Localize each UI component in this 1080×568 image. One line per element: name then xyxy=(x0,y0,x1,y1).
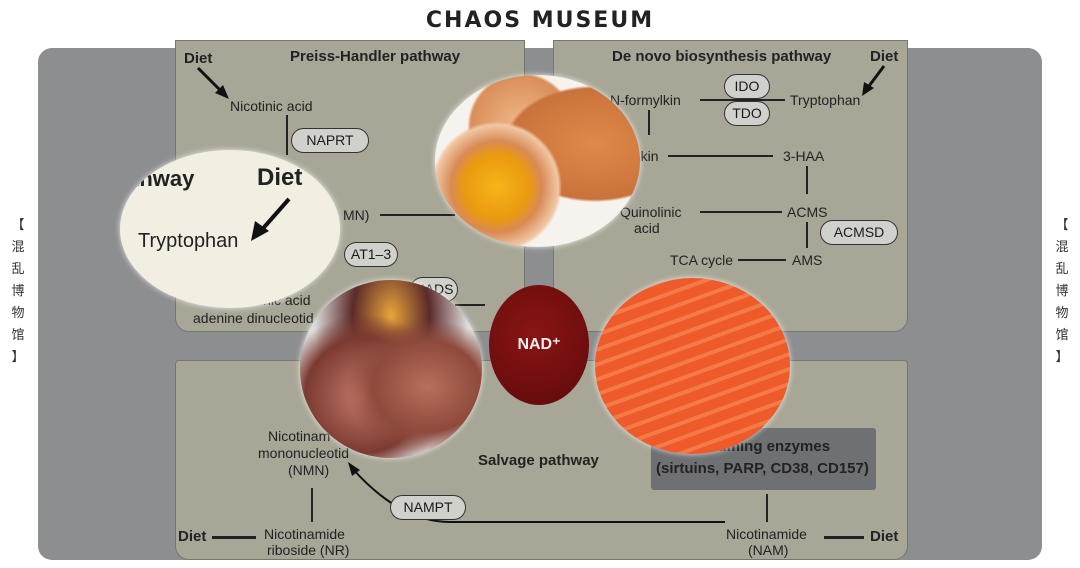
namn-label: MN) xyxy=(343,207,370,223)
tca-cycle: TCA cycle xyxy=(670,252,734,268)
arrow-icon xyxy=(196,66,229,99)
diet-label: Diet xyxy=(184,50,213,67)
beef-image xyxy=(300,280,482,458)
kynurenine: -kin xyxy=(636,148,659,164)
nr-label-2: riboside (NR) xyxy=(267,542,350,558)
nmn-label: Nicotinam xyxy=(268,428,331,444)
arrow-icon xyxy=(862,65,886,96)
nam-label: Nicotinamide xyxy=(726,526,807,542)
preiss-title: Preiss-Handler pathway xyxy=(290,48,461,65)
salmon-image xyxy=(595,278,790,454)
magnifier-tryptophan: Tryptophan xyxy=(138,230,239,252)
magnifier-inset: thway Diet Tryptophan xyxy=(120,150,340,308)
nmnat-enzyme: AT1–3 xyxy=(344,242,398,267)
n-formylkynurenine: N-formylkin xyxy=(610,92,681,108)
magnifier-diet: Diet xyxy=(257,164,303,191)
ido-enzyme: IDO xyxy=(724,74,770,99)
magnifier-pathway-text: thway xyxy=(132,166,195,191)
consuming-enzymes-list: (sirtuins, PARP, CD38, CD157) xyxy=(656,460,869,477)
nr-label: Nicotinamide xyxy=(264,526,345,542)
quinolinic-acid: Quinolinic xyxy=(620,204,682,220)
tdo-enzyme: TDO xyxy=(724,101,770,126)
arrow-icon xyxy=(251,197,291,241)
nampt-enzyme: NAMPT xyxy=(390,495,466,520)
3-haa: 3-HAA xyxy=(783,148,825,164)
nicotinic-acid: Nicotinic acid xyxy=(230,98,313,114)
nmn-label-3: (NMN) xyxy=(288,462,330,478)
quinolinic-acid-2: acid xyxy=(634,220,660,236)
diet-label: Diet xyxy=(870,528,899,545)
acms: ACMS xyxy=(787,204,828,220)
nad-node: NAD⁺ xyxy=(489,285,589,405)
de-novo-title: De novo biosynthesis pathway xyxy=(612,48,832,65)
page-title: CHAOS MUSEUM xyxy=(425,8,655,33)
nmn-label-2: mononucleotid xyxy=(258,445,350,461)
naprt-enzyme: NAPRT xyxy=(291,128,369,153)
egg-image xyxy=(435,75,640,247)
diet-label: Diet xyxy=(178,528,207,545)
ams: AMS xyxy=(792,252,823,268)
salvage-title: Salvage pathway xyxy=(478,452,599,469)
nam-label-2: (NAM) xyxy=(748,542,789,558)
side-label-left: 【混乱博物馆】 xyxy=(11,218,25,365)
naad-label-2: adenine dinucleotid xyxy=(193,310,314,326)
side-label-right: 【混乱博物馆】 xyxy=(1055,218,1069,365)
tryptophan: Tryptophan xyxy=(790,92,861,108)
acmsd-enzyme: ACMSD xyxy=(820,220,898,245)
diet-label: Diet xyxy=(870,48,899,65)
